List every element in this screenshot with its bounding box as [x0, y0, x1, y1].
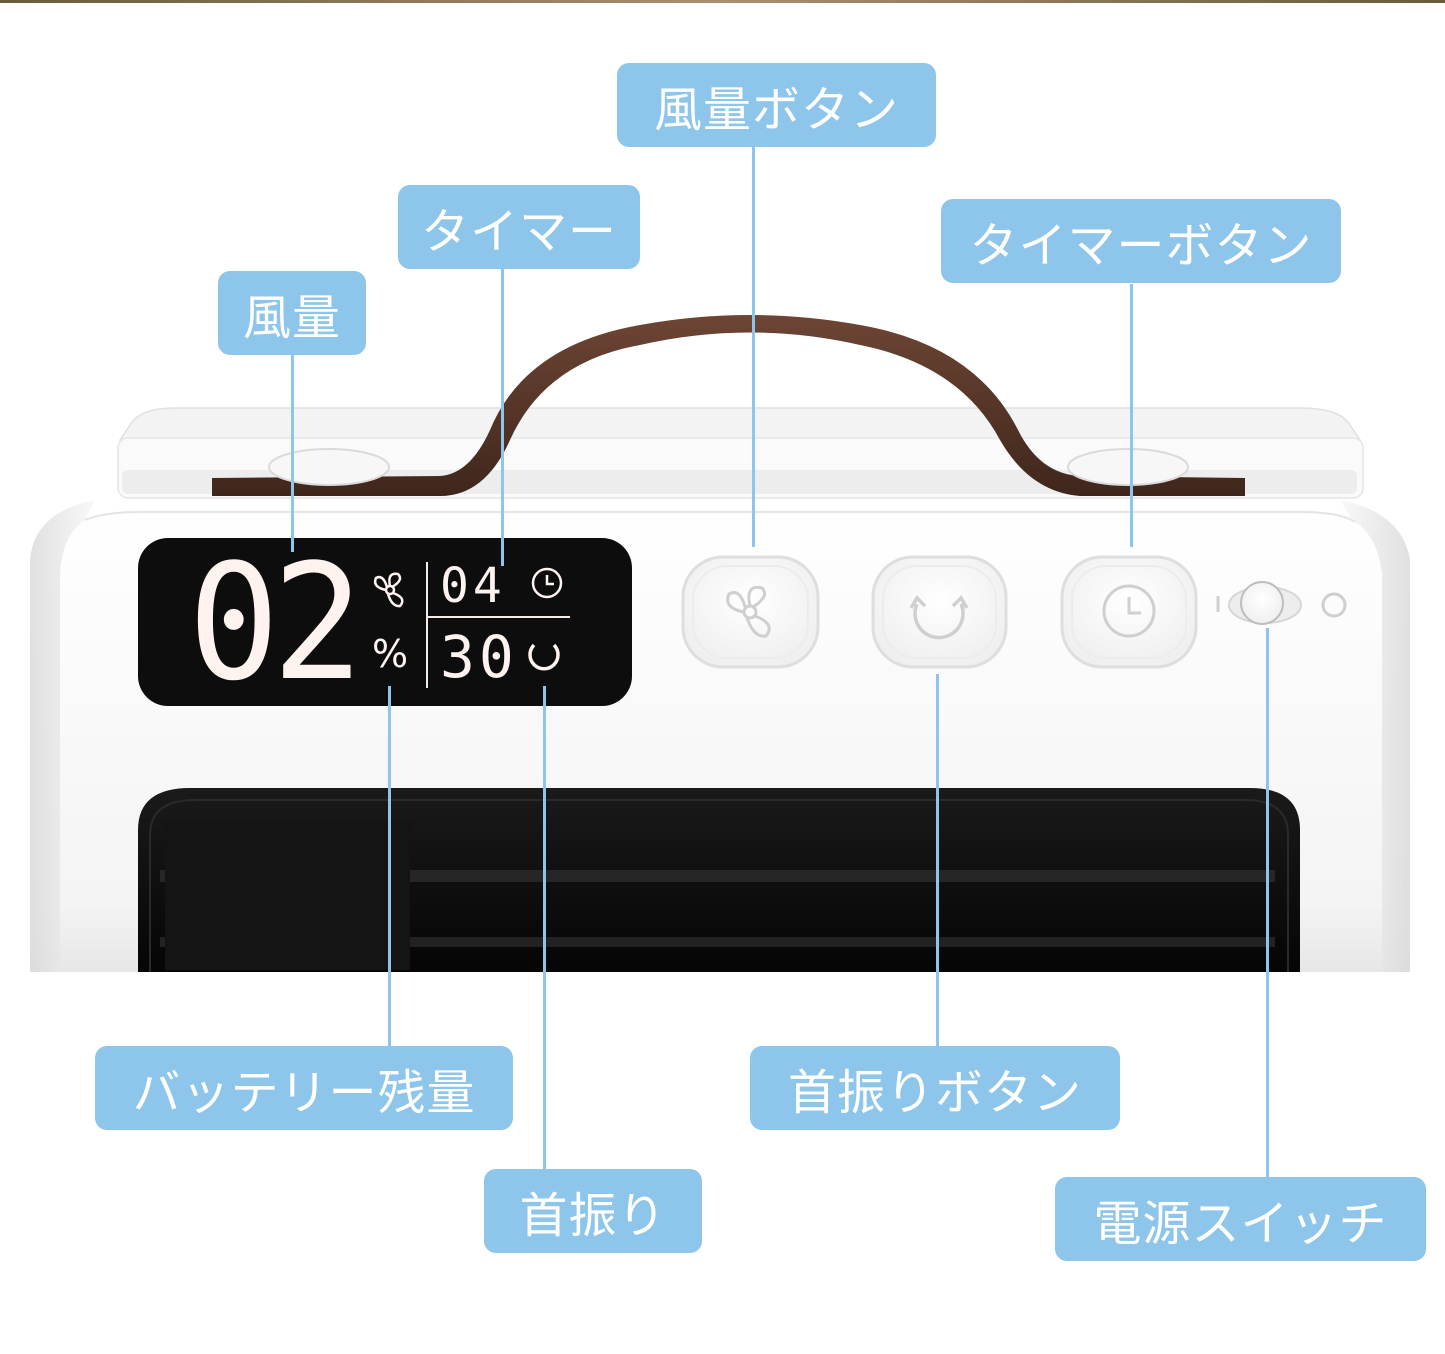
lcd-display: [138, 538, 632, 706]
callout-oscillation: 首振り: [484, 1169, 702, 1253]
leader-oscillation: [543, 686, 546, 1169]
fan-level-readout: 02: [188, 529, 363, 716]
rotate-icon: [528, 643, 560, 671]
fan-icon: [373, 572, 404, 608]
fan-speed-button[interactable]: [681, 555, 820, 669]
callout-battery-level: バッテリー残量: [95, 1046, 513, 1130]
leader-timer-button: [1130, 284, 1133, 547]
clock-icon: [531, 567, 563, 599]
oscillation-button[interactable]: [871, 555, 1008, 669]
leader-battery-level: [388, 686, 391, 1047]
lower-background: [0, 972, 1445, 1354]
rotate-icon: [909, 595, 969, 640]
leader-oscillation-button: [936, 674, 939, 1046]
power-switch[interactable]: [1216, 581, 1347, 625]
clock-icon: [1102, 584, 1156, 638]
callout-fan-speed-button: 風量ボタン: [617, 63, 936, 147]
fan-icon: [726, 585, 771, 638]
device-handle: [212, 315, 1245, 496]
leader-fan-speed-button: [752, 147, 755, 547]
callout-timer: タイマー: [398, 185, 640, 269]
callout-power-switch: 電源スイッチ: [1055, 1177, 1426, 1261]
timer-hours-readout: 04: [440, 558, 506, 614]
callout-oscillation-button: 首振りボタン: [750, 1046, 1120, 1130]
leader-power-switch: [1266, 628, 1269, 1177]
timer-minutes-readout: 30: [440, 623, 518, 691]
air-vent: [138, 788, 1300, 975]
timer-button[interactable]: [1060, 555, 1198, 669]
battery-percent-sign: %: [372, 632, 409, 676]
leader-fan-speed: [291, 354, 294, 552]
background-strip: [0, 0, 1445, 3]
callout-timer-button: タイマーボタン: [941, 199, 1341, 283]
callout-fan-speed: 風量: [218, 271, 366, 355]
leader-timer: [501, 268, 504, 566]
